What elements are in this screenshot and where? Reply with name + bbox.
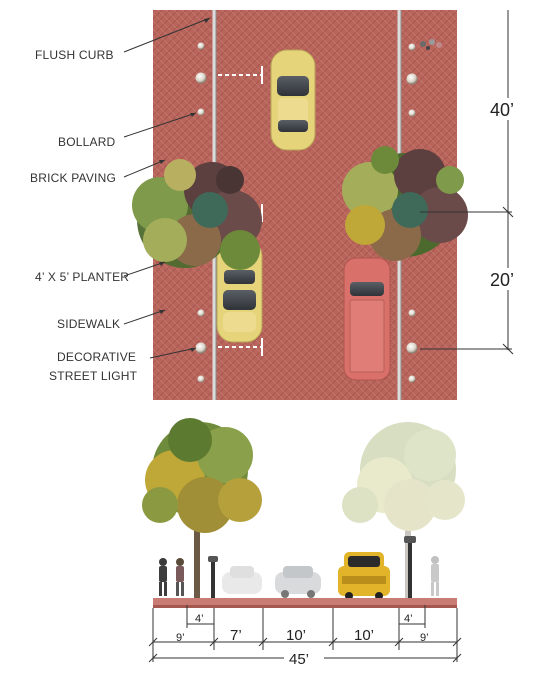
section-car-left xyxy=(222,566,262,594)
plan-dimension-lines xyxy=(420,10,514,355)
label-flush-curb: FLUSH CURB xyxy=(35,48,114,62)
pedestrians-plan xyxy=(420,39,442,50)
bollards-left xyxy=(195,42,207,383)
section-view: 4’ 4’ 9’ 7’ 10’ 10’ 9’ 45’ xyxy=(142,418,465,668)
bollard xyxy=(197,309,205,317)
dimension-20ft: 20’ xyxy=(490,270,514,290)
dimension-total-45ft: 45’ xyxy=(289,651,309,668)
street-light xyxy=(195,72,207,84)
section-street-lights xyxy=(208,536,416,600)
bollard xyxy=(197,375,205,383)
street-light xyxy=(406,73,418,85)
label-street-light-line2: STREET LIGHT xyxy=(49,369,138,383)
red-pickup-truck xyxy=(343,257,391,381)
section-car-middle xyxy=(275,566,321,598)
bollard xyxy=(197,42,205,50)
dimension-left-curb-4ft: 4’ xyxy=(195,613,204,625)
bollards-right xyxy=(406,43,418,383)
section-tree-right xyxy=(342,422,465,600)
bollard xyxy=(408,309,416,317)
plan-leader-arrows xyxy=(159,18,210,352)
dimension-lane1-10ft: 10’ xyxy=(286,627,306,644)
label-street-light-line1: DECORATIVE xyxy=(57,350,136,364)
planter-tree-left xyxy=(132,159,262,270)
bollard xyxy=(408,375,416,383)
section-pedestrians xyxy=(159,556,439,596)
plan-leaders xyxy=(123,17,211,359)
dimension-right-curb-4ft: 4’ xyxy=(404,613,413,625)
label-sidewalk: SIDEWALK xyxy=(57,317,120,331)
street-light xyxy=(406,342,418,354)
section-tree-left xyxy=(142,418,262,600)
bollard xyxy=(197,108,205,116)
bollard xyxy=(408,43,416,51)
bollard xyxy=(408,109,416,117)
label-bollard: BOLLARD xyxy=(58,135,116,149)
dimension-left-sidewalk-9ft: 9’ xyxy=(176,632,185,644)
plan-view: 40’ 20’ FLUSH CURB BOLLARD BRICK PAVING … xyxy=(30,10,528,400)
section-dimension-lines xyxy=(148,605,462,663)
section-ground xyxy=(153,598,457,608)
street-light xyxy=(195,342,207,354)
label-brick-paving: BRICK PAVING xyxy=(30,171,116,185)
dimension-parking-7ft: 7’ xyxy=(230,627,242,644)
yellow-car-top xyxy=(270,49,316,151)
planter-tree-right xyxy=(342,146,468,261)
label-planter: 4’ X 5’ PLANTER xyxy=(35,270,129,284)
dimension-lane2-10ft: 10’ xyxy=(354,627,374,644)
dimension-40ft: 40’ xyxy=(490,100,514,120)
dimension-right-sidewalk-9ft: 9’ xyxy=(420,632,429,644)
section-car-yellow xyxy=(338,552,390,600)
